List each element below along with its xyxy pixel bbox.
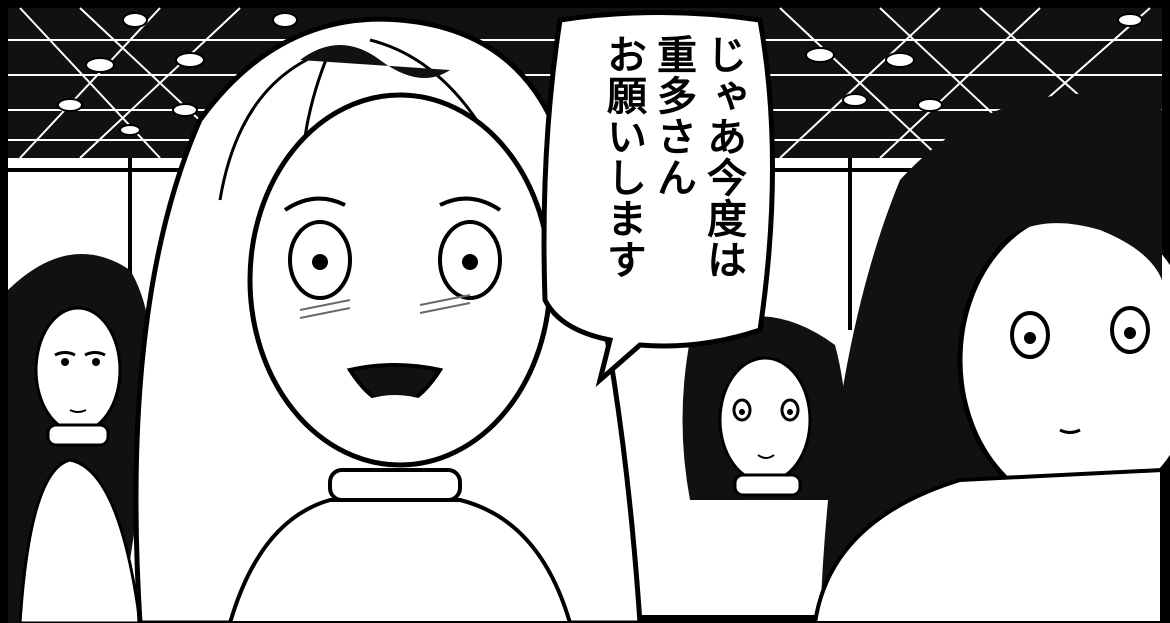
speech-line-1: じゃあ今度は bbox=[700, 34, 746, 280]
foreground-girl-right bbox=[812, 93, 1170, 623]
speech-bubble-text: じゃあ今度は 重多さん お願いします bbox=[578, 34, 748, 334]
background-girl-middle bbox=[682, 316, 847, 500]
main-character-blonde-girl bbox=[133, 16, 643, 623]
choker bbox=[328, 468, 462, 502]
speech-bubble bbox=[541, 10, 775, 388]
speech-line-3: お願いします bbox=[600, 34, 646, 280]
background-girl-left bbox=[8, 254, 153, 623]
blush-hatching bbox=[299, 294, 471, 319]
stage-lights bbox=[57, 12, 1143, 136]
speech-line-2: 重多さん bbox=[650, 34, 696, 198]
